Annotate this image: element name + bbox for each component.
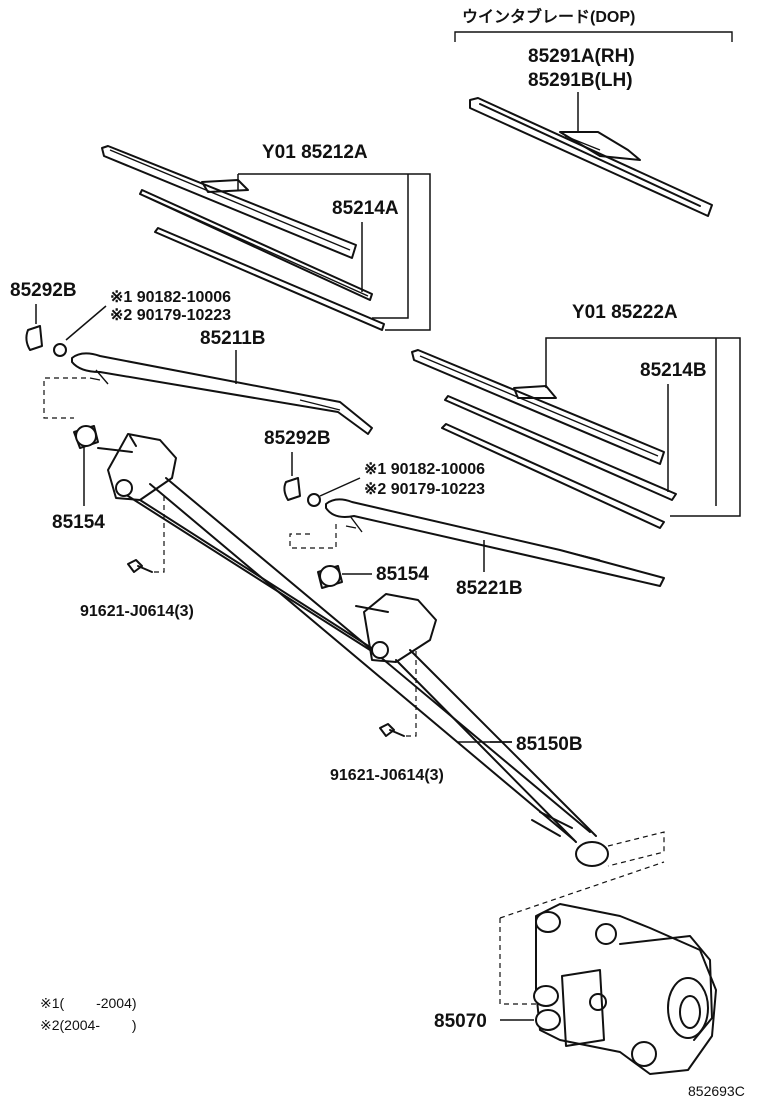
left-wiper-blade[interactable] bbox=[101, 145, 357, 259]
leader-nut-left bbox=[65, 305, 107, 341]
label-91621-right[interactable]: 91621-J0614(3) bbox=[330, 767, 444, 784]
option-label: ウインタブレード(DOP) bbox=[462, 7, 635, 26]
bracket-85222A bbox=[545, 337, 741, 517]
dash-bolt-right bbox=[406, 650, 417, 737]
label-85292B-left[interactable]: 85292B bbox=[10, 280, 77, 301]
bracket-85212A bbox=[237, 173, 431, 331]
right-blade-rubber[interactable] bbox=[444, 395, 677, 501]
pivot-cap-left[interactable] bbox=[73, 425, 99, 449]
label-85291B[interactable]: 85291B(LH) bbox=[528, 70, 633, 91]
label-90179-right[interactable]: ※2 90179-10223 bbox=[364, 481, 485, 498]
label-85292B-right[interactable]: 85292B bbox=[264, 428, 331, 449]
right-wiper-blade[interactable] bbox=[411, 349, 665, 465]
label-85214B[interactable]: 85214B bbox=[640, 360, 707, 381]
label-85154-left[interactable]: 85154 bbox=[52, 512, 105, 533]
dash-bolt-left bbox=[154, 492, 165, 573]
arm-cap-left[interactable] bbox=[25, 325, 43, 351]
label-85291A[interactable]: 85291A(RH) bbox=[528, 46, 635, 67]
winter-wiper-blade[interactable] bbox=[469, 97, 713, 217]
right-blade-group: Y01 85222A 85214B bbox=[411, 302, 741, 529]
wiper-link-assembly[interactable] bbox=[97, 433, 609, 867]
label-85222A[interactable]: Y01 85222A bbox=[572, 302, 678, 323]
right-blade-insert[interactable] bbox=[441, 423, 665, 529]
left-blade-group: Y01 85212A 85214A bbox=[101, 142, 431, 331]
label-90182-left[interactable]: ※1 90182-10006 bbox=[110, 289, 231, 306]
label-85214A[interactable]: 85214A bbox=[332, 198, 399, 219]
nut-left[interactable] bbox=[53, 343, 67, 357]
wiper-motor[interactable] bbox=[533, 903, 717, 1075]
label-85221B[interactable]: 85221B bbox=[456, 578, 523, 599]
pivot-cap-right[interactable] bbox=[317, 565, 343, 589]
left-blade-insert[interactable] bbox=[154, 227, 385, 331]
label-85154-right[interactable]: 85154 bbox=[376, 564, 429, 585]
label-91621-left[interactable]: 91621-J0614(3) bbox=[80, 603, 194, 620]
label-90179-left[interactable]: ※2 90179-10223 bbox=[110, 307, 231, 324]
dash-crank-motor bbox=[607, 831, 665, 867]
option-bracket bbox=[454, 31, 733, 42]
label-85211B[interactable]: 85211B bbox=[200, 328, 266, 349]
note-2: ※2(2004- ) bbox=[40, 1017, 137, 1033]
winter-blade-group: ウインタブレード(DOP) 85291A(RH) 85291B(LH) bbox=[454, 7, 733, 217]
bolt-left[interactable] bbox=[127, 559, 153, 573]
note-1: ※1( -2004) bbox=[40, 995, 137, 1011]
left-blade-rubber[interactable] bbox=[139, 189, 373, 301]
right-wiper-arm[interactable] bbox=[325, 498, 665, 587]
leader-nut-right bbox=[319, 477, 361, 497]
diagram-code: 852693C bbox=[688, 1083, 745, 1099]
arm-cap-right[interactable] bbox=[283, 477, 301, 501]
label-90182-right[interactable]: ※1 90182-10006 bbox=[364, 461, 485, 478]
label-85212A[interactable]: Y01 85212A bbox=[262, 142, 368, 163]
nut-right[interactable] bbox=[307, 493, 321, 507]
dash-motor-mount bbox=[499, 861, 665, 1005]
label-85070[interactable]: 85070 bbox=[434, 1011, 487, 1032]
bolt-right[interactable] bbox=[379, 723, 405, 737]
dash-arm-right bbox=[289, 524, 337, 549]
dash-arm-left bbox=[43, 377, 86, 419]
left-wiper-arm[interactable] bbox=[71, 352, 373, 435]
label-85150B[interactable]: 85150B bbox=[516, 734, 583, 755]
